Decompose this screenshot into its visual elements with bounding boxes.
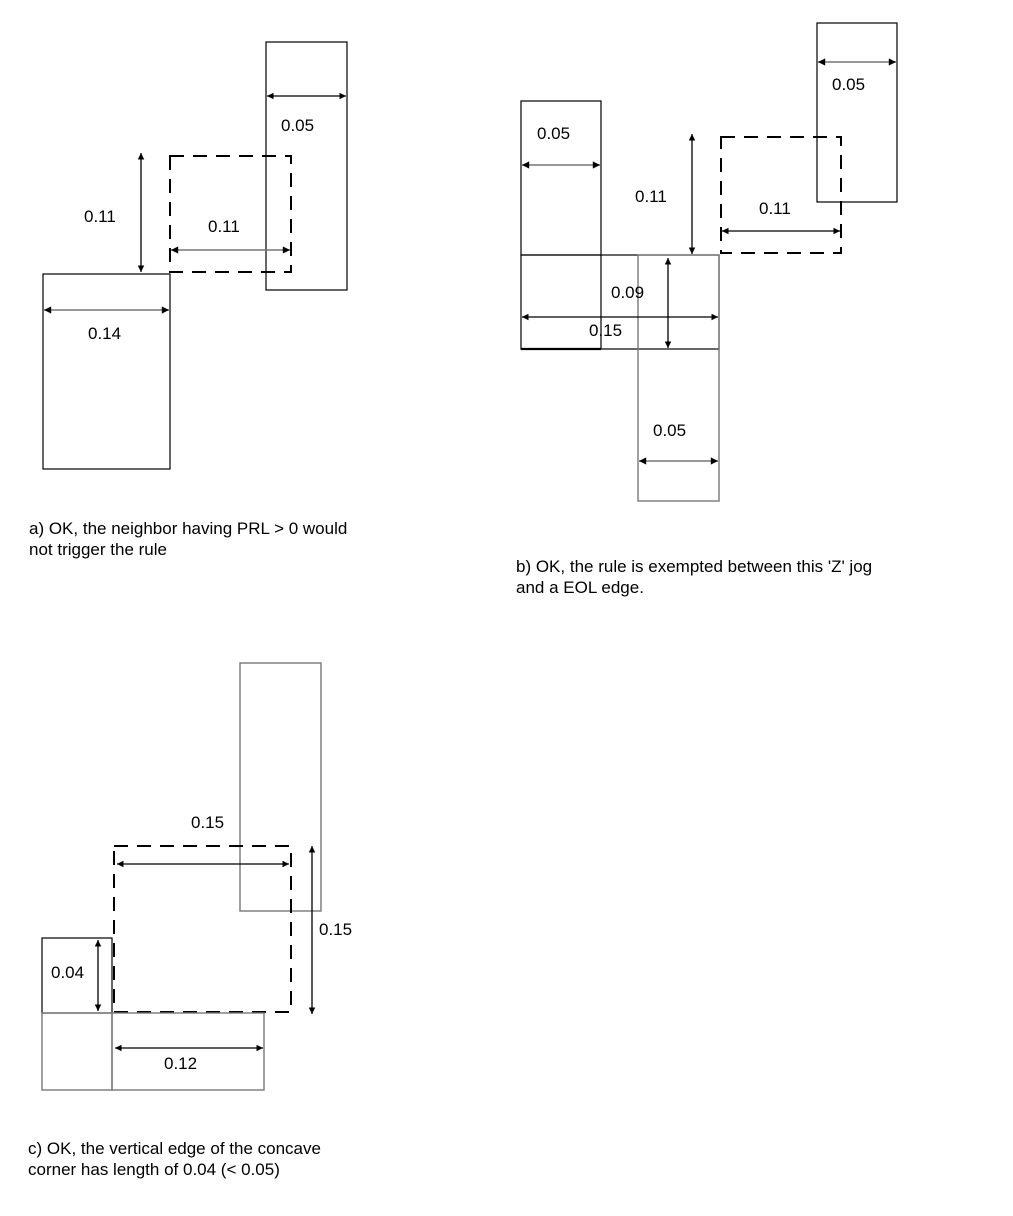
panel-a-tall-rect	[265, 41, 348, 291]
panel-b-bottom-rect-width-label: 0.05	[653, 421, 686, 440]
panel-c-caption-line-2: corner has length of 0.04 (< 0.05)	[28, 1160, 280, 1179]
panel-b-dashed-box-width-label: 0.11	[759, 199, 791, 218]
panel-c-bottom-rect	[111, 1012, 265, 1091]
panel-b-left-rect-width-label: 0.05	[537, 124, 570, 143]
panel-c-bottom-rect-width-label: 0.12	[164, 1054, 197, 1073]
panel-b-caption-line-2: and a EOL edge.	[516, 578, 644, 597]
panel-b-caption: b) OK, the rule is exempted between this…	[516, 556, 872, 598]
panel-a-caption-line-2: not trigger the rule	[29, 540, 167, 559]
panel-c-caption-line-1: c) OK, the vertical edge of the concave	[28, 1139, 321, 1158]
panel-c-tall-rect	[239, 662, 322, 912]
panel-a-bottom-rect-width-label: 0.14	[88, 324, 121, 343]
panel-b-vertical-spacing-label: 0.11	[635, 187, 667, 206]
panel-a-dashed-box	[169, 155, 292, 273]
panel-b-top-right-rect	[816, 22, 898, 203]
panel-b: 0.05 0.05 0.11 0.11 0.09 0.15 0.05	[520, 22, 898, 502]
panel-c-dashed-box	[113, 845, 292, 1013]
panel-a: 0.05 0.11 0.11 0.14	[42, 41, 348, 470]
panel-c-vertical-span-label: 0.15	[319, 920, 352, 939]
panel-c-concave-edge-label: 0.04	[51, 963, 84, 982]
panel-c-lower-left-rect	[41, 1012, 113, 1091]
panel-b-jog-height-label: 0.09	[611, 283, 644, 302]
panel-a-caption: a) OK, the neighbor having PRL > 0 would…	[29, 518, 347, 560]
panel-a-bottom-rect	[42, 273, 171, 470]
panel-b-horizontal-span-label: 0.15	[589, 321, 622, 340]
panel-c-caption: c) OK, the vertical edge of the concave …	[28, 1138, 321, 1180]
panel-a-caption-line-1: a) OK, the neighbor having PRL > 0 would	[29, 519, 348, 538]
panel-b-bottom-rect	[637, 254, 720, 502]
panel-a-vertical-spacing-label: 0.11	[84, 207, 116, 226]
panel-b-caption-line-1: b) OK, the rule is exempted between this…	[516, 557, 873, 576]
panel-b-top-right-rect-width-label: 0.05	[832, 75, 865, 94]
panel-a-tall-rect-width-label: 0.05	[281, 116, 314, 135]
panel-b-dashed-box	[720, 136, 842, 254]
panel-c-dashed-box-width-label: 0.15	[191, 813, 224, 832]
panel-a-dashed-box-width-label: 0.11	[208, 217, 240, 236]
panel-c: 0.15 0.15 0.04 0.12	[41, 662, 352, 1091]
